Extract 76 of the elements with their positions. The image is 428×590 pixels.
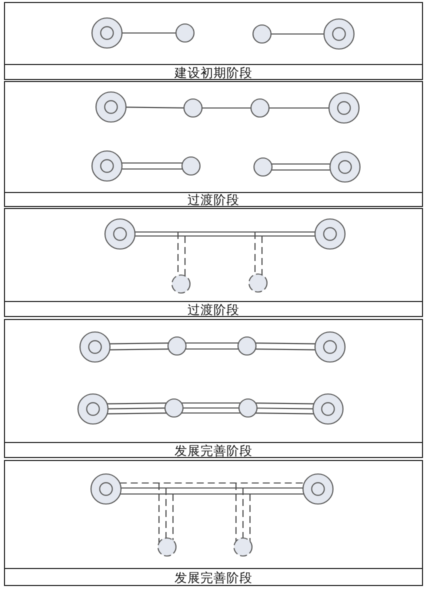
connector-line <box>256 342 316 344</box>
connector-line <box>183 407 239 409</box>
connector-line <box>271 163 330 165</box>
connector-line <box>269 107 329 109</box>
double-circle-node <box>328 92 360 124</box>
dashed-line <box>235 483 237 542</box>
circle-node <box>181 156 201 176</box>
stage-panel <box>4 319 423 458</box>
double-circle-node <box>91 17 123 49</box>
stage-panel <box>4 81 423 207</box>
connector-line <box>256 402 314 404</box>
connector-line <box>257 408 313 410</box>
stage-caption: 过渡阶段 <box>188 302 240 316</box>
dashed-circle-node <box>248 273 268 293</box>
dashed-line <box>249 494 251 542</box>
connector-line <box>120 487 304 489</box>
circle-node <box>167 336 187 356</box>
dashed-circle-node <box>233 537 253 557</box>
double-circle-node <box>79 331 111 363</box>
double-circle-node <box>314 218 346 250</box>
dashed-circle-node <box>171 274 191 294</box>
dashed-circle-node <box>157 537 177 557</box>
stage-caption: 发展完善阶段 <box>174 570 252 584</box>
circle-node <box>238 398 258 418</box>
stage-panel <box>4 208 423 317</box>
circle-node <box>253 157 273 177</box>
double-circle-node <box>91 150 123 182</box>
connector-line <box>107 412 167 414</box>
double-circle-node <box>329 151 361 183</box>
double-circle-node <box>90 473 122 505</box>
dashed-line <box>165 488 167 538</box>
connector-line <box>181 412 241 414</box>
double-circle-node <box>95 91 127 123</box>
connector-line <box>271 33 324 35</box>
connector-line <box>126 106 184 108</box>
connector-line <box>181 402 241 404</box>
dashed-line <box>261 236 263 275</box>
connector-line <box>202 107 251 109</box>
connector-line <box>185 342 239 344</box>
double-circle-node <box>77 393 109 425</box>
connector-line <box>120 493 304 495</box>
stage-caption: 过渡阶段 <box>188 192 240 207</box>
connector-line <box>110 342 168 344</box>
circle-node <box>250 98 270 118</box>
dashed-line <box>120 482 304 484</box>
connector-line <box>122 168 183 170</box>
stage-panel <box>4 460 423 586</box>
double-circle-node <box>302 473 334 505</box>
connector-line <box>107 402 166 404</box>
stage-caption: 建设初期阶段 <box>174 64 252 80</box>
connector-line <box>122 162 183 164</box>
circle-node <box>237 336 257 356</box>
stage-caption: 发展完善阶段 <box>174 442 252 458</box>
connector-line <box>255 412 314 414</box>
connector-line <box>134 235 316 237</box>
circle-node <box>164 398 184 418</box>
dashed-line <box>254 232 256 275</box>
dashed-line <box>184 236 186 276</box>
stage-panel <box>4 2 423 80</box>
double-circle-node <box>323 18 355 50</box>
double-circle-node <box>314 331 346 363</box>
double-circle-node <box>104 218 136 250</box>
circle-node <box>252 24 272 44</box>
double-circle-node <box>312 393 344 425</box>
connector-line <box>271 169 330 171</box>
dashed-line <box>172 494 174 540</box>
connector-line <box>122 32 176 34</box>
connector-line <box>134 231 316 233</box>
circle-node <box>175 23 195 43</box>
dashed-line <box>242 488 244 538</box>
dashed-line <box>158 483 160 543</box>
connector-line <box>255 348 316 350</box>
connector-line <box>108 408 165 410</box>
circle-node <box>183 98 203 118</box>
connector-line <box>110 348 169 350</box>
connector-line <box>185 348 239 350</box>
